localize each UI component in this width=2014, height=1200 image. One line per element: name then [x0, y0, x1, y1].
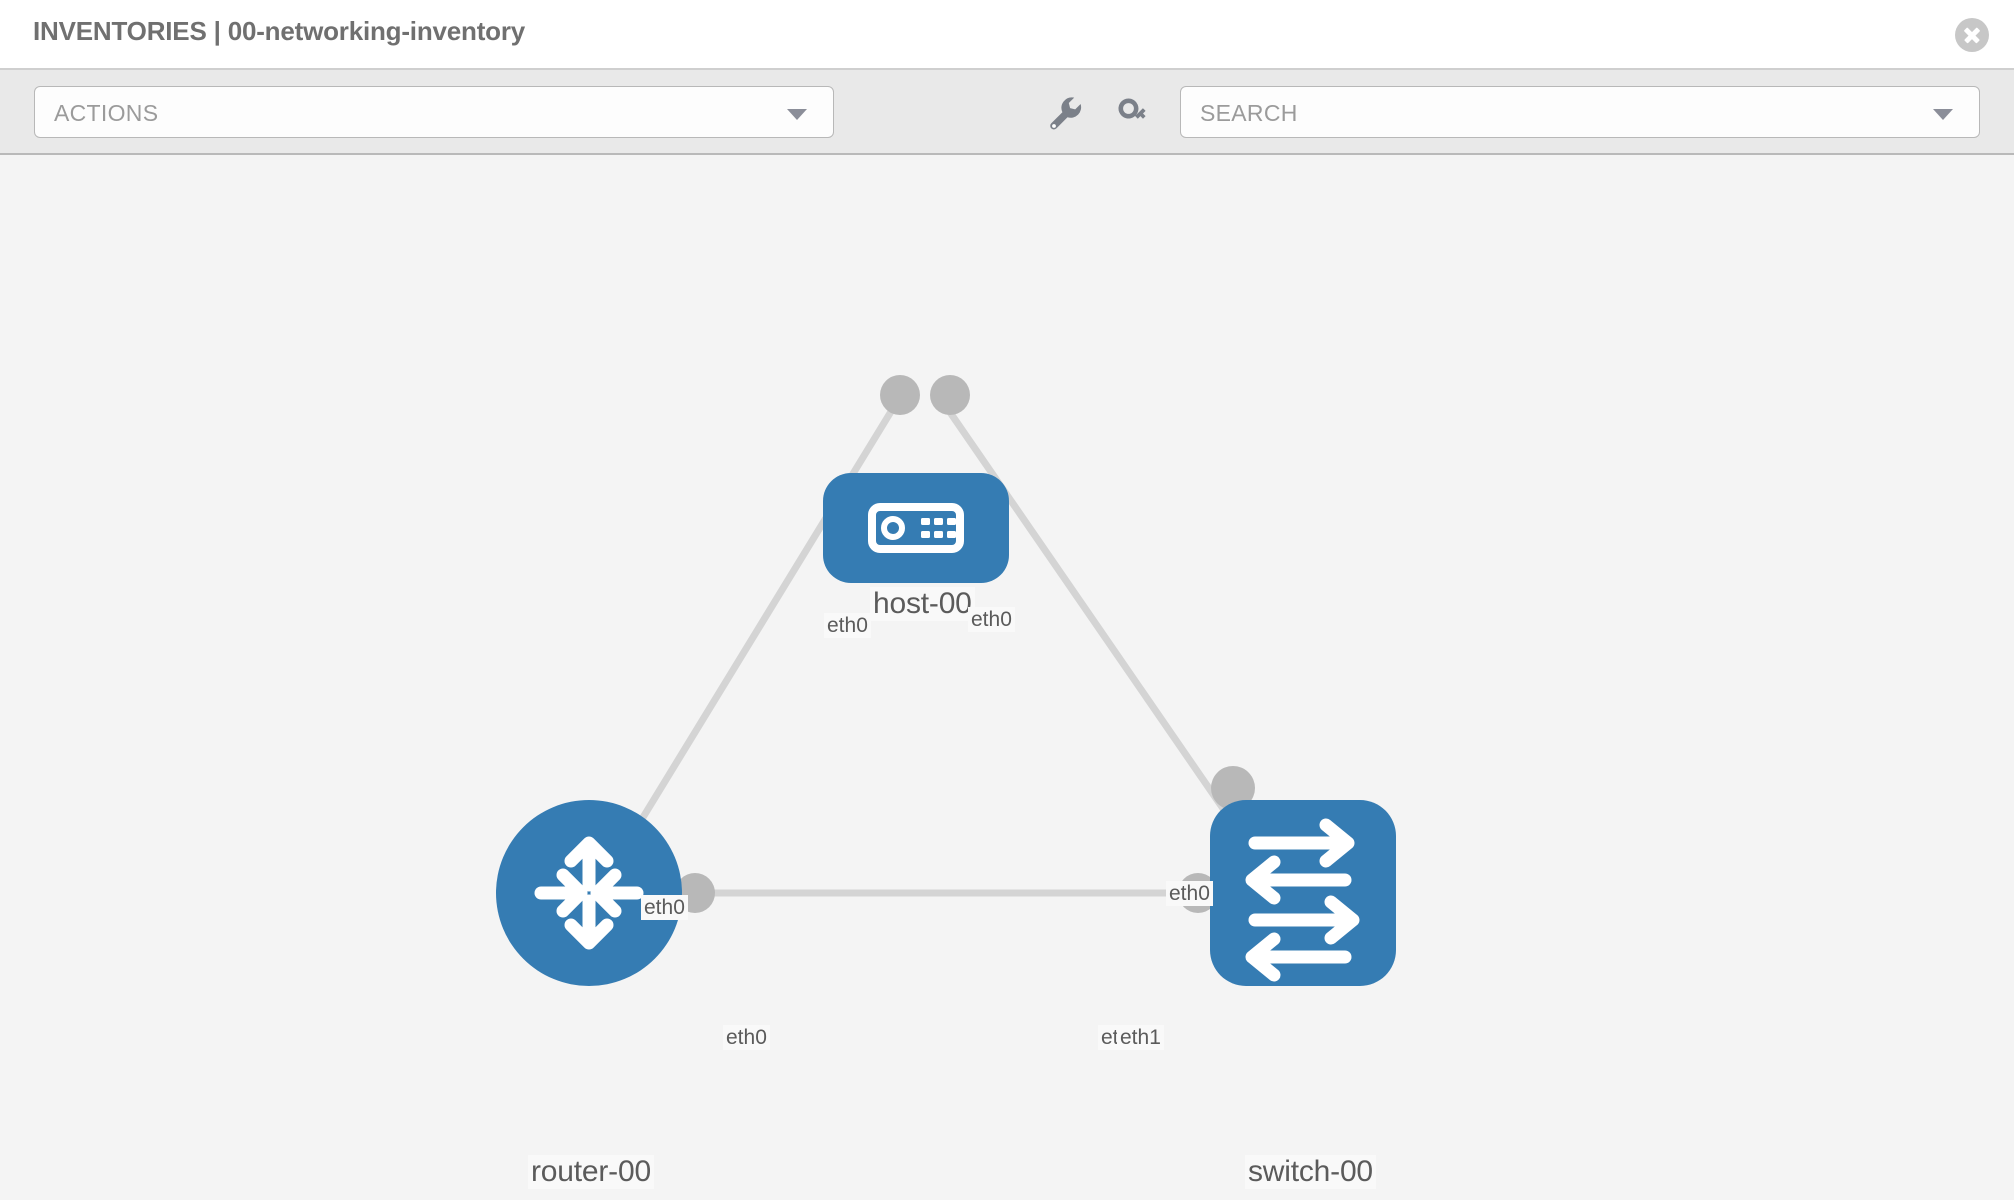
- chevron-down-icon[interactable]: [1933, 109, 1953, 120]
- page-header: INVENTORIES | 00-networking-inventory: [0, 0, 2014, 68]
- iface-label-host-to-switch: eth0: [968, 607, 1015, 632]
- topology-connector-nubs: [675, 375, 1255, 913]
- node-label-switch-00: switch-00: [1245, 1155, 1376, 1189]
- search-placeholder: SEARCH: [1200, 100, 1298, 126]
- key-icon[interactable]: [1110, 90, 1154, 134]
- nub-host-left: [880, 375, 920, 415]
- iface-label-router-to-host: eth0: [641, 895, 688, 920]
- topology-canvas[interactable]: host-00 router-00 switch-00 eth0 eth0 et…: [0, 155, 2014, 1200]
- iface-label-switch-to-router: eth1: [1117, 1025, 1164, 1050]
- actions-dropdown[interactable]: ACTIONS: [34, 86, 834, 138]
- node-label-host-00: host-00: [870, 587, 975, 621]
- iface-label-switch-to-host: eth0: [1166, 881, 1213, 906]
- nub-switch-top: [1211, 766, 1255, 810]
- node-router-00: [496, 800, 682, 986]
- node-switch-00: [1210, 800, 1396, 986]
- chevron-down-icon: [787, 109, 807, 120]
- switch-arrows-icon: [1245, 818, 1360, 982]
- nub-host-right: [930, 375, 970, 415]
- iface-label-host-to-router: eth0: [824, 613, 871, 638]
- router-arrows-icon: [534, 836, 644, 950]
- iface-label-router-to-switch: eth0: [723, 1025, 770, 1050]
- search-input[interactable]: SEARCH: [1180, 86, 1980, 138]
- toolbar: ACTIONS SEARCH: [0, 68, 2014, 155]
- wrench-icon[interactable]: [1042, 90, 1086, 134]
- server-icon: [868, 503, 964, 553]
- node-label-router-00: router-00: [528, 1155, 654, 1189]
- close-icon[interactable]: [1955, 18, 1989, 52]
- topology-graph: [496, 375, 1396, 986]
- node-host-00: [823, 473, 1009, 583]
- page-title: INVENTORIES | 00-networking-inventory: [33, 16, 526, 46]
- actions-dropdown-label: ACTIONS: [54, 100, 159, 126]
